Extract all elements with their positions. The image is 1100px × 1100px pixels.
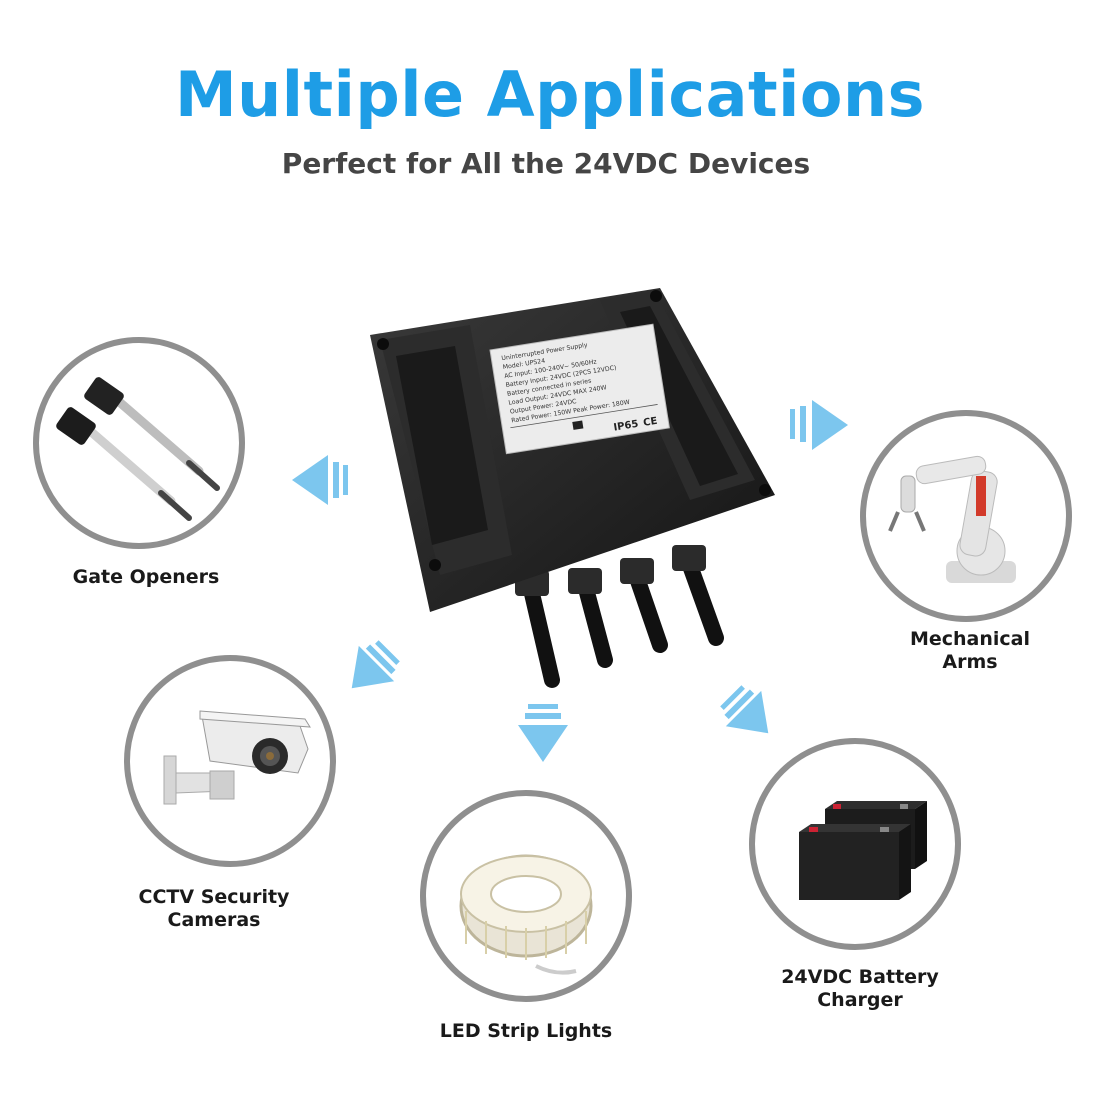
arrow-left-icon — [292, 455, 348, 505]
gate-openers-circle — [33, 337, 245, 549]
battery-charger-label: 24VDC Battery Charger — [781, 966, 939, 1011]
arrow-right-icon — [790, 400, 848, 450]
linear-actuator-icon — [56, 377, 220, 521]
gate-openers-label: Gate Openers — [72, 566, 220, 588]
ip-rating-badge: IP65 — [613, 419, 639, 434]
cctv-camera-icon — [163, 710, 311, 805]
arrow-down-icon — [518, 704, 568, 762]
led-strip-circle — [420, 790, 632, 1002]
cctv-cameras-circle — [124, 655, 336, 867]
page-subtitle: Perfect for All the 24VDC Devices — [281, 147, 811, 180]
arrow-down-right-icon — [720, 685, 769, 734]
robot-arm-icon — [888, 455, 1016, 583]
led-strip-icon — [459, 854, 593, 975]
arrow-down-left-icon — [351, 640, 400, 689]
mechanical-arms-circle — [860, 410, 1072, 622]
power-cables — [522, 552, 724, 688]
page-title: Multiple Applications — [174, 58, 926, 131]
cctv-cameras-label: CCTV Security Cameras — [138, 886, 290, 931]
led-strip-label: LED Strip Lights — [439, 1020, 613, 1042]
battery-icon — [799, 801, 927, 900]
ce-mark: CE — [643, 416, 659, 429]
battery-charger-circle — [749, 738, 961, 950]
mechanical-arms-label: Mechanical Arms — [909, 628, 1031, 673]
